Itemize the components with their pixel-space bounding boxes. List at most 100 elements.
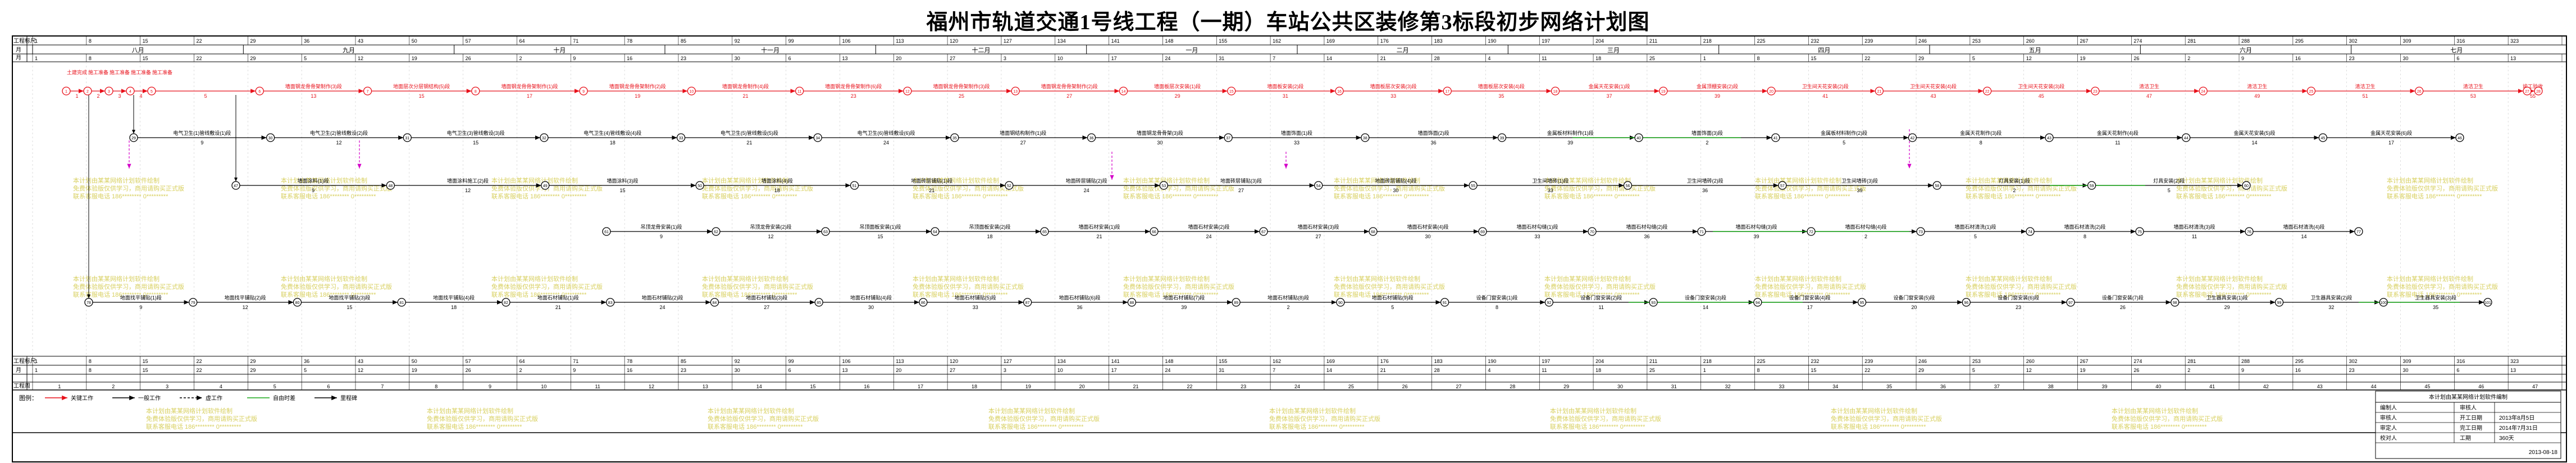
event-node-number: 14 xyxy=(1121,90,1126,94)
scale-tick-label: 20 xyxy=(896,367,901,373)
event-node-number: 29 xyxy=(131,137,136,140)
event-node-number: 16 xyxy=(1337,90,1342,94)
activity-duration: 29 xyxy=(2224,305,2230,310)
watermark-line: 免费体验版仅供学习，商用请购买正式版 xyxy=(281,283,392,290)
scale-tick-label: 28 xyxy=(1434,367,1440,373)
activity-label: 金属天花安装(6)段 xyxy=(2370,130,2412,136)
activity-label: 墙面钢龙骨骨架制作(1)段 xyxy=(501,83,558,89)
scale-tick-label: 22 xyxy=(1864,56,1870,61)
scale-tick-label: 232 xyxy=(1811,358,1819,364)
scale-label-top: 工程标尺 xyxy=(13,38,36,44)
event-node xyxy=(1588,227,1597,236)
week-number: 31 xyxy=(1671,384,1677,389)
scale-tick-label: 85 xyxy=(681,38,686,44)
activity-label: 墙面石材安装(3)段 xyxy=(1298,224,1339,230)
event-node xyxy=(1040,227,1049,236)
event-node xyxy=(813,133,822,142)
activity-label: 墙面钢龙骨骨架(3)段 xyxy=(1137,130,1183,136)
event-node xyxy=(2534,87,2543,96)
activity-label: 墙面钢龙骨骨架制作(2)段 xyxy=(1041,83,1098,89)
activity-duration: 33 xyxy=(1390,93,1396,99)
event-node xyxy=(1005,181,1014,190)
scale-tick-label: 1 xyxy=(35,367,38,373)
week-number: 24 xyxy=(1294,384,1300,389)
scale-tick-label: 4 xyxy=(1488,367,1490,373)
watermark-line: 免费体验版仅供学习，商用请购买正式版 xyxy=(913,184,1024,192)
scale-tick-label: 22 xyxy=(196,367,202,373)
activity-duration: 47 xyxy=(2146,93,2152,99)
activity-duration: 27 xyxy=(1315,234,1321,239)
activity-duration: 2 xyxy=(1706,140,1708,146)
activity-duration: 12 xyxy=(768,234,773,239)
activity-label: 卫生间墙砖(1)段 xyxy=(1532,178,1569,184)
activity-duration: 18 xyxy=(774,188,780,193)
scale-tick-label: 19 xyxy=(412,56,417,61)
watermark-line: 联系客服电话 186******** 0********* xyxy=(427,423,522,430)
activity-duration: 43 xyxy=(1930,93,1936,99)
event-node xyxy=(147,87,156,96)
activity-duration: 2 xyxy=(97,93,99,99)
activity-label: 墙面石材清洗(2)段 xyxy=(2064,224,2106,230)
event-node-number: 15 xyxy=(1229,90,1234,94)
legend-label: 图例： xyxy=(19,394,38,402)
legend-item: 虚工作 xyxy=(206,395,222,402)
week-number: 28 xyxy=(1510,384,1515,389)
event-node xyxy=(2087,181,2096,190)
activity-duration: 24 xyxy=(1084,188,1089,193)
event-node xyxy=(231,181,240,190)
activity-duration: 27 xyxy=(764,305,769,310)
watermark-line: 免费体验版仅供学习，商用请购买正式版 xyxy=(1544,283,1656,290)
event-node-number: 26 xyxy=(2417,90,2422,94)
activity-duration: 5 xyxy=(1391,305,1394,310)
watermark-line: 本计划由某某网络计划软件绘制 xyxy=(73,176,159,184)
scale-tick-label: 162 xyxy=(1273,358,1281,364)
scale-tick-label: 26 xyxy=(2133,367,2139,373)
scale-tick-label: 22 xyxy=(196,56,202,61)
event-node-number: 91 xyxy=(1443,301,1447,305)
scale-label-month: 月 xyxy=(16,47,21,53)
week-number: 1 xyxy=(58,384,61,389)
scale-tick-label: 71 xyxy=(573,38,578,44)
event-node-number: 88 xyxy=(1129,301,1134,305)
timescale-top: 工程标尺月月1188151522222929365431250195726642… xyxy=(12,35,2566,62)
scale-tick-label: 253 xyxy=(1972,38,1981,44)
activity-duration: 41 xyxy=(1822,93,1828,99)
event-node xyxy=(2199,87,2208,96)
scale-tick-label: 260 xyxy=(2026,38,2035,44)
scale-tick-label: 99 xyxy=(788,38,794,44)
legend-item: 里程碑 xyxy=(340,394,357,402)
activity-label: 电气卫生(4)管线敷设(4)段 xyxy=(583,130,641,136)
activity-duration: 2 xyxy=(1287,305,1289,310)
activity-duration: 11 xyxy=(2192,234,2197,239)
scale-tick-label: 13 xyxy=(842,56,847,61)
activity-label: 卫生间天花安装(2)段 xyxy=(1802,83,1849,89)
activity-duration: 39 xyxy=(1567,140,1573,146)
event-node-number: 44 xyxy=(2184,137,2189,140)
scale-tick-label: 30 xyxy=(735,367,740,373)
event-node-number: 5 xyxy=(151,90,153,94)
activity-duration: 24 xyxy=(883,140,889,146)
activity-label: 地面砖层铺贴(2)段 xyxy=(1066,178,1107,184)
event-node-number: 82 xyxy=(504,301,508,305)
activity-duration: 21 xyxy=(742,93,748,99)
event-node-number: 1 xyxy=(65,90,67,94)
watermark-line: 联系客服电话 186******** 0********* xyxy=(2112,423,2207,430)
title-block-date: 2013-08-18 xyxy=(2529,450,2558,456)
activity-label: 竣工验收 xyxy=(2523,83,2543,89)
scale-tick-label: 27 xyxy=(950,367,955,373)
event-node-number: 67 xyxy=(1261,230,1266,234)
activity-label: 墙面板安装(2)段 xyxy=(1267,83,1303,89)
event-node xyxy=(2354,227,2363,236)
watermark-line: 免费体验版仅供学习，商用请购买正式版 xyxy=(913,283,1024,290)
scale-tick-label: 7 xyxy=(1273,367,1275,373)
watermark-line: 本计划由某某网络计划软件绘制 xyxy=(1123,275,1210,283)
event-node-number: 57 xyxy=(1780,184,1785,188)
scale-tick-label: 2 xyxy=(519,56,522,61)
event-node-number: 19 xyxy=(1661,90,1666,94)
week-number: 46 xyxy=(2478,384,2484,389)
activity-duration: 32 xyxy=(2328,305,2334,310)
activity-duration: 39 xyxy=(1181,305,1187,310)
scale-tick-label: 190 xyxy=(1488,38,1496,44)
month-label: 十月 xyxy=(553,46,566,54)
event-node xyxy=(397,298,406,307)
